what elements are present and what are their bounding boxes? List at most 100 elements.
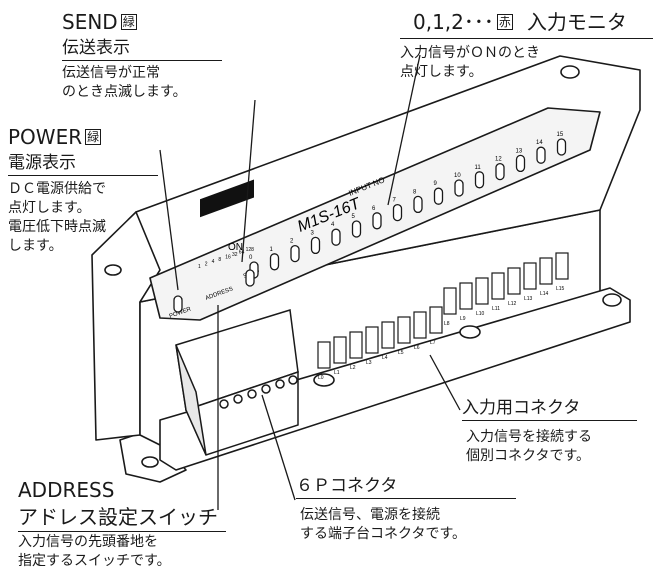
- led-number-label: 10: [454, 173, 461, 179]
- input-no-label: INPUT NO: [347, 175, 386, 198]
- led-number-label: 3: [311, 230, 315, 236]
- led-number-label: 5: [352, 214, 356, 220]
- input-led-11: 11: [475, 165, 485, 189]
- input-connector-L1[interactable]: L1: [333, 336, 347, 376]
- connector-label: L6: [414, 345, 420, 351]
- input-connector-L11[interactable]: L11: [491, 272, 505, 312]
- six-p-connector-desc: 伝送信号、電源を接続 する端子台コネクタです。: [300, 507, 467, 542]
- input-monitor-desc: 入力信号がＯＮのとき 点灯します。: [400, 45, 540, 80]
- mount-hole-left-bottom: [141, 456, 159, 468]
- connector-label: L2: [350, 365, 356, 371]
- mount-hole-left-top: [104, 264, 122, 276]
- input-connector-L9[interactable]: L9: [459, 282, 473, 322]
- send-desc: 伝送信号が正常 のとき点滅します。: [62, 65, 187, 100]
- input-led-10: 10: [454, 173, 464, 197]
- input-led-2: 2: [290, 239, 300, 263]
- dip-number-label: 2: [205, 262, 208, 268]
- led-number-label: 11: [475, 165, 482, 171]
- dip-number-label: 64: [239, 250, 245, 256]
- connector-label: L15: [556, 286, 565, 292]
- led-number-label: 12: [495, 157, 502, 163]
- power-desc: ＤＣ電源供給で 点灯します。 電圧低下時点滅 します。: [8, 181, 106, 254]
- mount-hole-right-bottom: [602, 293, 622, 307]
- input-monitor-color-tag: 赤: [496, 14, 513, 30]
- input-connector-L3[interactable]: L3: [365, 326, 379, 366]
- leader-send: [241, 99, 256, 263]
- connector-label: L5: [398, 350, 404, 356]
- led-number-label: 0: [249, 255, 253, 261]
- input-connector-L8[interactable]: L8: [443, 287, 457, 327]
- leader-input-connector: [429, 354, 461, 411]
- input-monitor-name: 入力モニタ: [526, 10, 627, 34]
- power-name: 電源表示: [8, 153, 158, 177]
- leader-power: [159, 149, 179, 291]
- input-connector-L4[interactable]: L4: [381, 321, 395, 361]
- connector-label: L8: [444, 321, 450, 327]
- led-number-label: 1: [270, 247, 274, 253]
- send-color-tag: 緑: [120, 14, 137, 30]
- input-led-3: 3: [311, 230, 321, 255]
- input-led-13: 13: [516, 148, 526, 173]
- send-name: 伝送表示: [62, 38, 222, 62]
- input-connector-L0[interactable]: L0: [317, 341, 331, 381]
- led-number-label: 9: [434, 181, 438, 187]
- input-led-6: 6: [372, 206, 382, 230]
- input-led-7: 7: [393, 198, 403, 222]
- connector-label: L9: [460, 316, 466, 322]
- power-led: [173, 295, 183, 313]
- input-connector-desc: 入力信号を接続する 個別コネクタです。: [466, 429, 592, 464]
- dip-number-label: 8: [218, 257, 221, 263]
- led-number-label: 4: [331, 222, 335, 228]
- mount-hole-mid2: [459, 325, 481, 339]
- connector-label: L14: [540, 291, 549, 297]
- power-color-tag: 緑: [85, 129, 102, 145]
- dip-number-label: 32: [232, 252, 238, 258]
- input-connector-L15[interactable]: L15: [555, 252, 569, 292]
- led-number-label: 13: [516, 148, 523, 154]
- connector-label: L10: [476, 311, 485, 317]
- send-led: [245, 269, 255, 287]
- input-led-4: 4: [331, 222, 341, 246]
- input-led-14: 14: [536, 140, 546, 164]
- led-number-label: 6: [372, 206, 376, 212]
- connector-label: L4: [382, 355, 388, 361]
- input-connector-L5[interactable]: L5: [397, 316, 411, 356]
- input-connector-L2[interactable]: L2: [349, 331, 363, 371]
- input-connector-L13[interactable]: L13: [523, 262, 537, 302]
- address-small-label: ADDRESS: [205, 286, 234, 302]
- leader-six-p: [261, 394, 296, 501]
- dip-number-label: 4: [212, 259, 215, 265]
- input-monitor-underline: [400, 38, 653, 39]
- input-connector-L6[interactable]: L6: [413, 311, 427, 351]
- six-p-connector-name: ６Ｐコネクタ: [296, 476, 516, 500]
- input-connector-L7[interactable]: L7: [429, 306, 443, 346]
- input-led-9: 9: [434, 181, 444, 205]
- dip-number-label: 16: [225, 254, 231, 260]
- leader-input-monitor: [387, 54, 421, 206]
- input-connector-name: 入力用コネクタ: [462, 398, 637, 422]
- dip-number-label: 1: [198, 264, 201, 270]
- input-led-8: 8: [413, 189, 423, 214]
- dip-switch[interactable]: [200, 179, 254, 218]
- led-number-label: 8: [413, 189, 417, 195]
- led-number-label: 2: [290, 239, 294, 245]
- six-p-terminal-block: [175, 309, 299, 456]
- input-connector-L14[interactable]: L14: [539, 257, 553, 297]
- led-number-label: 15: [557, 132, 564, 138]
- connector-label: L7: [430, 340, 436, 346]
- led-number-label: 7: [393, 198, 397, 204]
- input-monitor-title: 0,1,2･･･赤入力モニタ: [413, 10, 627, 34]
- input-connector-L12[interactable]: L12: [507, 267, 521, 307]
- led-number-label: 14: [536, 140, 543, 146]
- connector-label: L3: [366, 360, 372, 366]
- mount-hole-right-top: [560, 65, 580, 79]
- connector-label: L12: [508, 301, 517, 307]
- address-desc: 入力信号の先頭番地を 指定するスイッチです。: [18, 534, 171, 569]
- input-connector-L10[interactable]: L10: [475, 277, 489, 317]
- connector-label: L1: [334, 370, 340, 376]
- connector-label: L0: [318, 375, 324, 381]
